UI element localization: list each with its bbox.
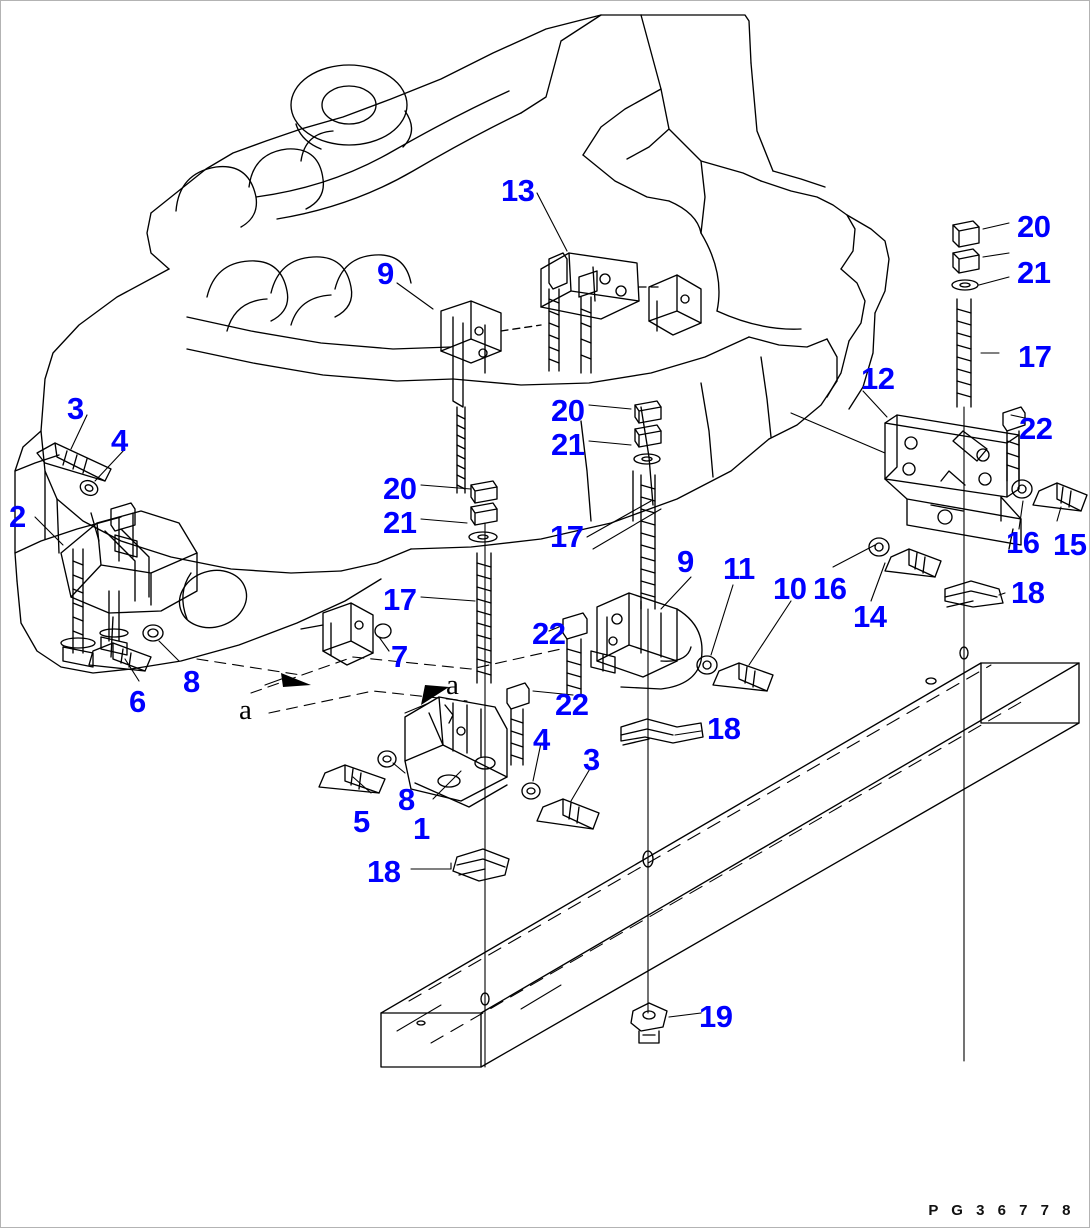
callout-5: 5 — [353, 804, 370, 839]
callout-9-top: 9 — [377, 256, 394, 291]
callout-14: 14 — [853, 599, 887, 634]
callout-8-left: 8 — [183, 664, 200, 699]
section-a-a-references — [196, 522, 562, 1068]
section-marker-a-left: a — [239, 694, 252, 726]
callout-8-low: 8 — [398, 782, 415, 817]
callout-17-far-right: 17 — [1018, 339, 1052, 374]
chassis-frame-rail — [380, 646, 1080, 1068]
upper-mount-brackets — [396, 192, 702, 494]
callout-2: 2 — [9, 499, 26, 534]
callout-18-right: 18 — [1011, 575, 1045, 610]
callout-9-mid: 9 — [677, 544, 694, 579]
front-lower-mount-bracket — [318, 682, 600, 882]
section-marker-a-right: a — [446, 669, 459, 701]
callout-22-right: 22 — [1019, 411, 1053, 446]
callout-18-low: 18 — [367, 854, 401, 889]
center-lower-bracket — [548, 576, 792, 746]
callout-4-left: 4 — [111, 423, 128, 458]
callout-21-mid: 21 — [551, 427, 585, 462]
callout-17-mid: 17 — [550, 519, 584, 554]
callout-21-far-right: 21 — [1017, 255, 1051, 290]
callout-12: 12 — [861, 361, 895, 396]
callout-16-right: 16 — [1006, 525, 1040, 560]
callout-6: 6 — [129, 684, 146, 719]
right-bracket-assembly — [790, 220, 1088, 1062]
callout-16-mid: 16 — [813, 571, 847, 606]
callout-7: 7 — [391, 639, 408, 674]
callout-13: 13 — [501, 173, 535, 208]
callout-20-far-right: 20 — [1017, 209, 1051, 244]
callout-17-left: 17 — [383, 582, 417, 617]
callout-15: 15 — [1053, 527, 1087, 562]
left-engine-mount-assembly — [34, 414, 198, 682]
callout-20-mid: 20 — [551, 393, 585, 428]
fastener-stack-mid — [586, 400, 662, 1014]
callout-18-mid: 18 — [707, 711, 741, 746]
callout-3-low: 3 — [583, 742, 600, 777]
callout-4-low: 4 — [533, 722, 550, 757]
callout-19: 19 — [699, 999, 733, 1034]
callout-20-low: 20 — [383, 471, 417, 506]
callout-10: 10 — [773, 571, 807, 606]
callout-11: 11 — [723, 551, 755, 586]
callout-1: 1 — [413, 811, 430, 846]
callout-21-low: 21 — [383, 505, 417, 540]
callout-3-left: 3 — [67, 391, 84, 426]
drawing-number: P G 3 6 7 7 8 — [928, 1202, 1075, 1219]
callout-22-low: 22 — [555, 687, 589, 722]
callout-22-mid: 22 — [532, 616, 566, 651]
engine-assembly-outline — [14, 14, 890, 674]
fastener-stack-left — [420, 480, 498, 684]
